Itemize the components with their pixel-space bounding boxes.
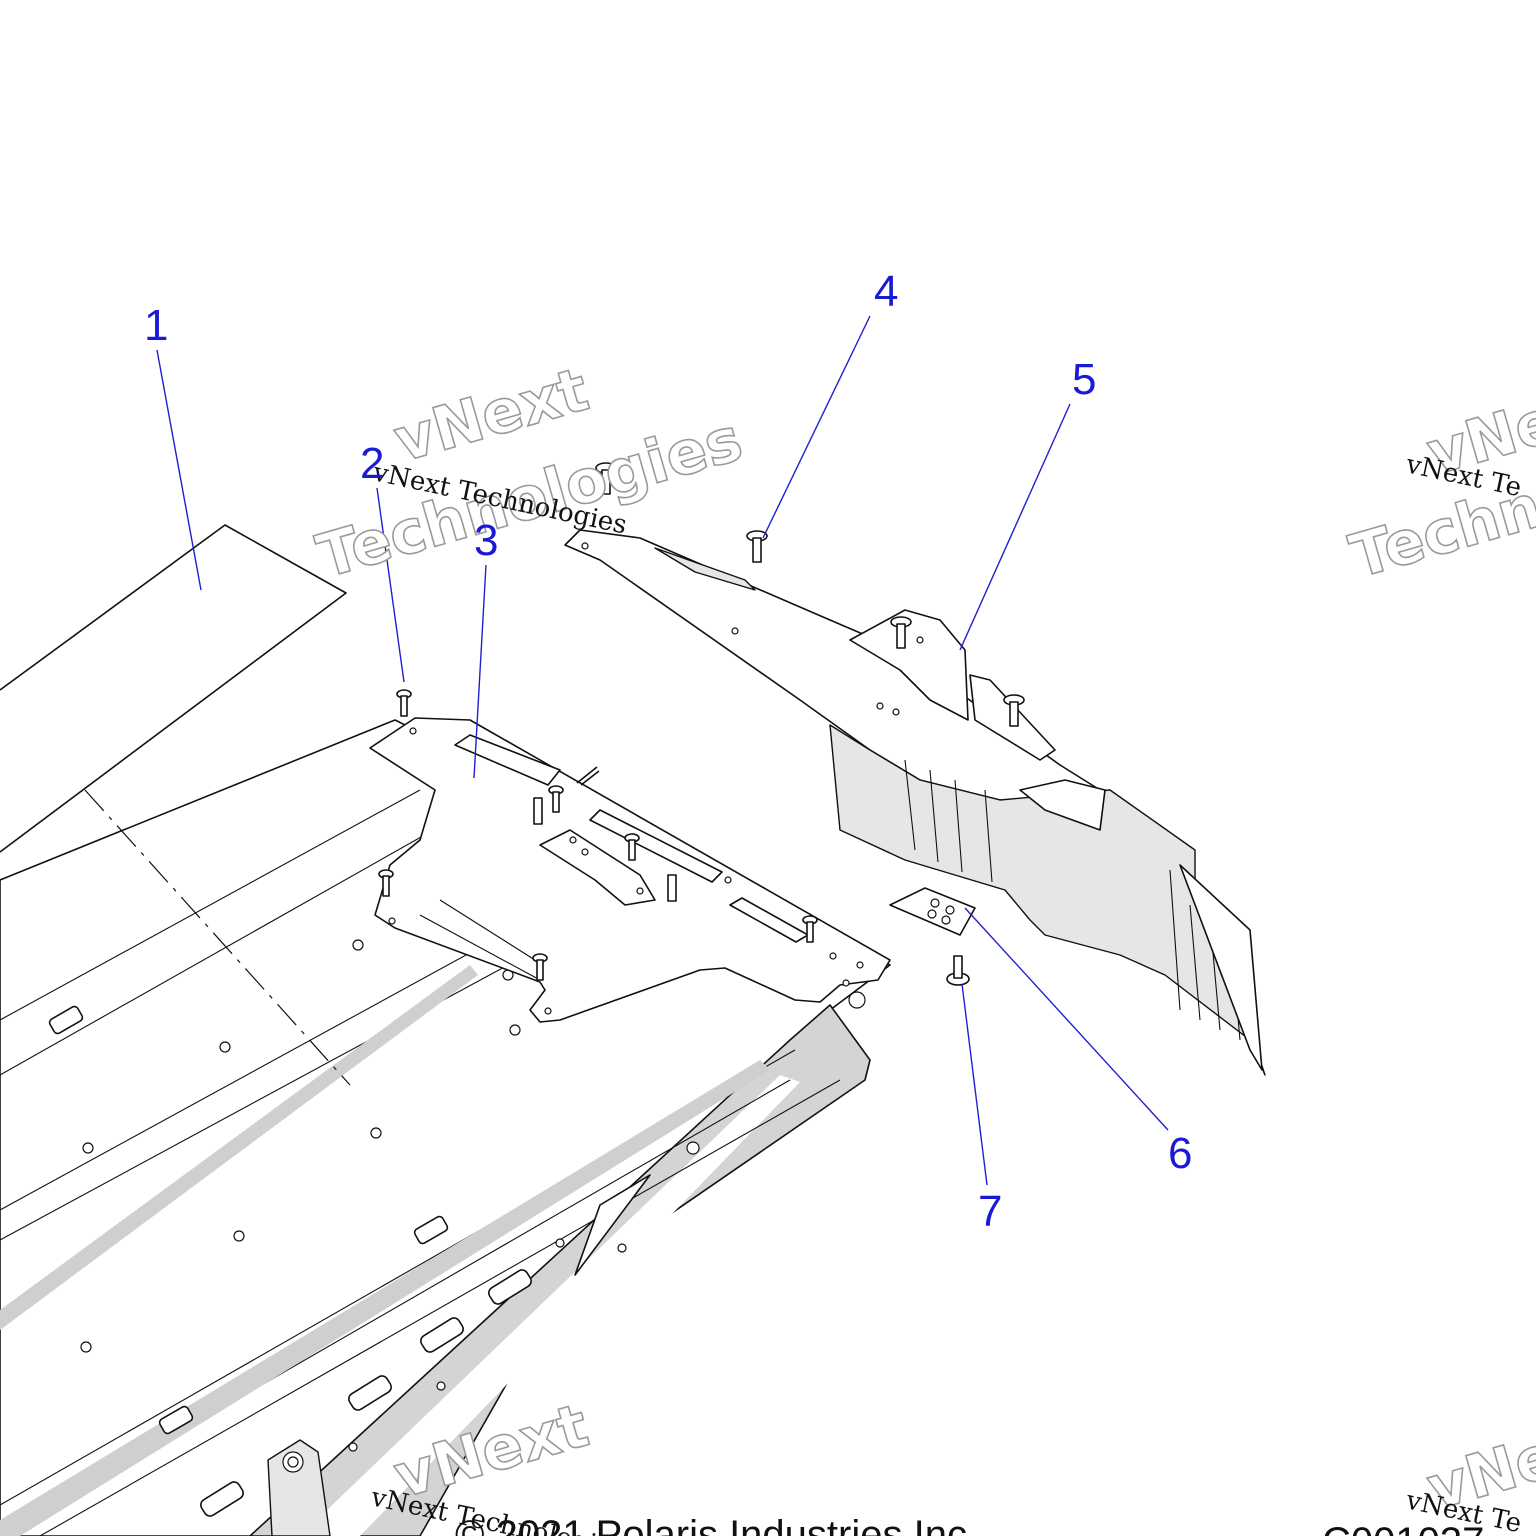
callout-6: 6 (1168, 1129, 1192, 1178)
callout-labels: 1 2 3 4 5 6 7 (144, 267, 1192, 1236)
side-wall-slots (200, 1141, 700, 1517)
centerline (84, 789, 351, 1086)
leader-lines (156, 315, 1169, 1186)
callout-2: 2 (360, 439, 384, 488)
flap-bolts (595, 462, 1025, 727)
tunnel-rail-upper (0, 789, 546, 1241)
tunnel-grey-strip (0, 965, 478, 1330)
figure-code: C001037 (1322, 1520, 1484, 1536)
part-3-bracket (369, 717, 891, 1023)
watermark-bottom-right: vNe vNext Te (1403, 1420, 1536, 1536)
callout-7: 7 (978, 1187, 1002, 1236)
part-1-strip (0, 524, 347, 853)
tunnel-side-highlight (300, 1075, 800, 1536)
callout-5: 5 (1072, 355, 1096, 404)
callout-4: 4 (874, 267, 898, 316)
watermark-top-right: vNe Technol vNext Te (1342, 385, 1536, 593)
part-6-plate (889, 887, 976, 936)
bracket-bolts (378, 689, 818, 981)
callout-1: 1 (144, 301, 168, 350)
callout-3: 3 (474, 516, 498, 565)
part-7-stud (946, 955, 970, 986)
copyright-text: © 2021 Polaris Industries Inc. (455, 1513, 978, 1536)
part-5-flap (564, 529, 1266, 1076)
